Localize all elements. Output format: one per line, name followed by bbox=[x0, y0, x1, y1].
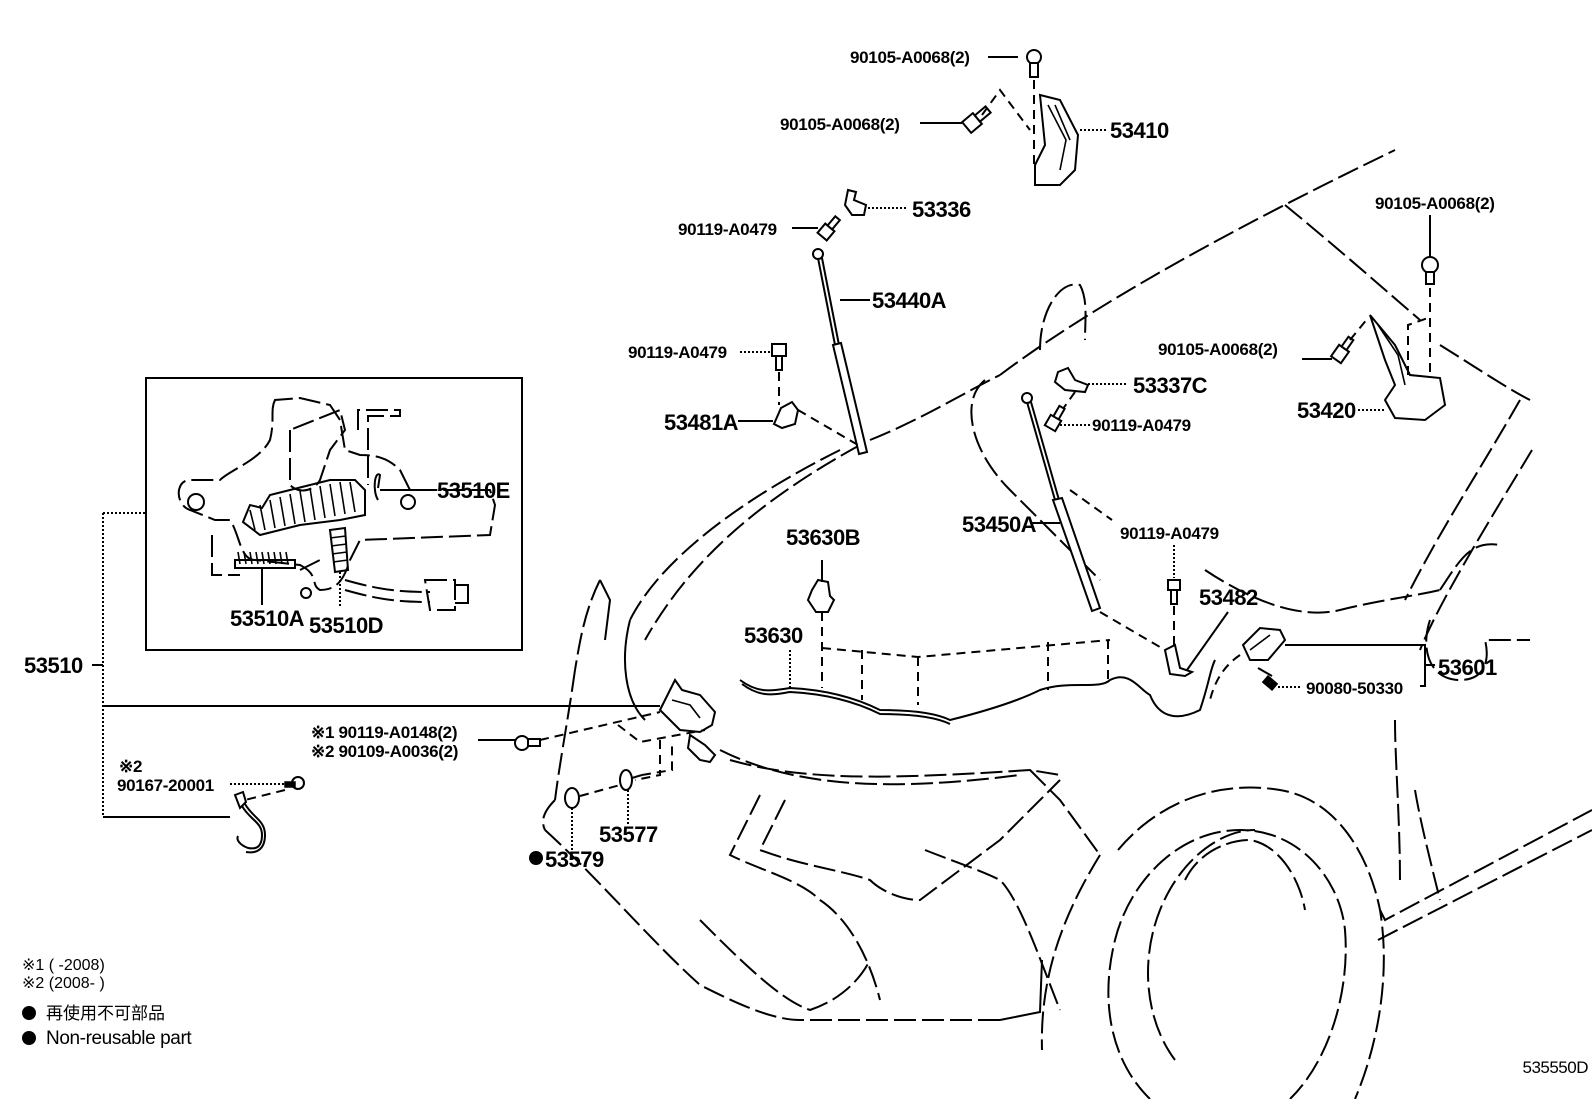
release-lever-group bbox=[1209, 626, 1435, 701]
release-lever-icon[interactable] bbox=[1241, 626, 1287, 661]
bolt-icon[interactable] bbox=[1043, 404, 1067, 433]
bolt-icon[interactable] bbox=[514, 735, 541, 751]
legend-note-2: ※2 (2008- ) bbox=[22, 975, 105, 992]
hood-lock-group bbox=[103, 678, 717, 781]
car-body-outline bbox=[542, 149, 1592, 1099]
cushion-icon[interactable] bbox=[619, 769, 643, 791]
label-53577[interactable]: 53577 bbox=[599, 822, 658, 847]
label-90119-a0479-lower-rh[interactable]: 90119-A0479 bbox=[628, 343, 727, 362]
label-53510[interactable]: 53510 bbox=[24, 653, 83, 678]
label-90105-a0068-top[interactable]: 90105-A0068(2) bbox=[850, 48, 970, 67]
bolt-icon[interactable] bbox=[1026, 49, 1042, 78]
hood-switch-group bbox=[230, 776, 305, 854]
label-53450a[interactable]: 53450A bbox=[962, 512, 1037, 537]
non-reusable-mark-icon bbox=[529, 851, 543, 865]
bolt-icon[interactable] bbox=[1167, 579, 1181, 605]
label-90119-a0479-upper-rh[interactable]: 90119-A0479 bbox=[678, 220, 777, 239]
release-cable-group bbox=[739, 560, 1216, 725]
label-53482[interactable]: 53482 bbox=[1199, 585, 1258, 610]
label-53337c[interactable]: 53337C bbox=[1133, 373, 1208, 398]
bracket-icon[interactable] bbox=[1053, 366, 1090, 394]
non-reusable-bullet-icon bbox=[22, 1006, 36, 1020]
label-53410[interactable]: 53410 bbox=[1110, 118, 1169, 143]
label-90167-20001[interactable]: 90167-20001 bbox=[117, 776, 214, 795]
label-90105-a0068-lh-side[interactable]: 90105-A0068(2) bbox=[1158, 340, 1278, 359]
bolt-icon[interactable] bbox=[1329, 335, 1356, 365]
legend-note-1: ※1 ( -2008) bbox=[22, 957, 105, 974]
legend-non-reusable-jp: 再使用不可部品 bbox=[22, 1005, 165, 1023]
bolt-icon[interactable] bbox=[816, 214, 843, 242]
legend-non-reusable-en: Non-reusable part bbox=[22, 1028, 192, 1049]
gas-strut-icon[interactable] bbox=[1021, 392, 1102, 613]
hood-lock-icon[interactable] bbox=[658, 678, 717, 764]
non-reusable-bullet-icon bbox=[22, 1031, 36, 1045]
legend-non-reusable-en-text: Non-reusable part bbox=[46, 1028, 192, 1049]
label-53420[interactable]: 53420 bbox=[1297, 398, 1356, 423]
hinge-53420-group bbox=[1302, 215, 1447, 422]
bolt-icon[interactable] bbox=[1421, 256, 1439, 285]
gas-strut-icon[interactable] bbox=[812, 248, 869, 456]
label-53336[interactable]: 53336 bbox=[912, 197, 971, 222]
label-53630b[interactable]: 53630B bbox=[786, 525, 861, 550]
hinge-icon[interactable] bbox=[1369, 314, 1447, 422]
label-90109-a0036[interactable]: ※2 90109-A0036(2) bbox=[311, 742, 458, 761]
label-53510d[interactable]: 53510D bbox=[309, 613, 384, 638]
legend-non-reusable-jp-text: 再使用不可部品 bbox=[46, 1004, 165, 1023]
screw-icon[interactable] bbox=[1261, 675, 1279, 691]
label-90105-a0068-side[interactable]: 90105-A0068(2) bbox=[780, 115, 900, 134]
label-90119-a0479-upper-lh[interactable]: 90119-A0479 bbox=[1092, 416, 1191, 435]
label-53510a[interactable]: 53510A bbox=[230, 606, 305, 631]
illustration-id: 535550D bbox=[1522, 1058, 1588, 1077]
label-90080-50330[interactable]: 90080-50330 bbox=[1306, 679, 1403, 698]
label-53630[interactable]: 53630 bbox=[744, 623, 803, 648]
label-53481a[interactable]: 53481A bbox=[664, 410, 739, 435]
bracket-icon[interactable] bbox=[1163, 643, 1195, 678]
clamp-icon[interactable] bbox=[806, 578, 836, 613]
seal-icon[interactable] bbox=[564, 787, 580, 809]
support-53450a-group bbox=[1021, 366, 1229, 678]
label-53579[interactable]: 53579 bbox=[545, 847, 604, 872]
label-53440a[interactable]: 53440A bbox=[872, 288, 947, 313]
hinge-icon[interactable] bbox=[1034, 93, 1080, 186]
support-53440a-group bbox=[738, 188, 906, 456]
label-90119-a0479-lower-lh[interactable]: 90119-A0479 bbox=[1120, 524, 1219, 543]
lock-detail-inset bbox=[92, 377, 523, 818]
bracket-icon[interactable] bbox=[772, 400, 800, 430]
cushion-seal-group bbox=[529, 745, 673, 865]
label-53510e[interactable]: 53510E bbox=[437, 478, 510, 503]
bracket-icon[interactable] bbox=[843, 188, 868, 216]
label-90119-a0148[interactable]: ※1 90119-A0148(2) bbox=[311, 723, 458, 742]
label-switch-note: ※2 bbox=[119, 757, 142, 776]
nut-icon[interactable] bbox=[284, 776, 305, 790]
hood-lock-detail-icon bbox=[177, 396, 497, 611]
callout-labels: 90105-A0068(2) 90105-A0068(2) 53410 5333… bbox=[24, 48, 1497, 872]
bolt-icon[interactable] bbox=[960, 104, 993, 135]
hinge-53410-group bbox=[920, 49, 1108, 186]
hood-switch-icon[interactable] bbox=[233, 790, 267, 854]
label-53601[interactable]: 53601 bbox=[1438, 655, 1497, 680]
label-90105-a0068-lh-top[interactable]: 90105-A0068(2) bbox=[1375, 194, 1495, 213]
bolt-icon[interactable] bbox=[771, 343, 787, 371]
